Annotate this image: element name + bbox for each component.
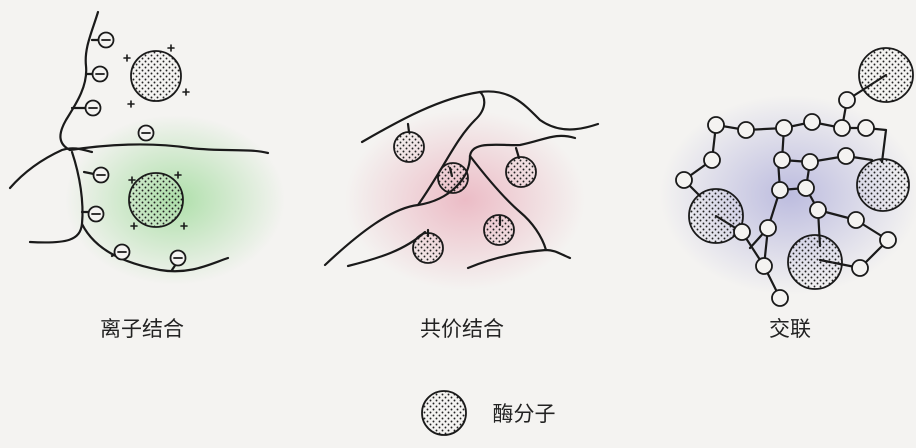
caption-ionic-binding: 离子结合 [100,313,184,343]
legend-enzyme-icon [422,391,466,435]
enzyme-molecule [857,159,909,211]
enzyme-molecule [131,51,181,101]
caption-crosslinking: 交联 [769,313,811,343]
enzyme-molecule [129,173,183,227]
enzyme-molecule [394,132,424,162]
enzyme-molecule [859,48,913,102]
caption-covalent-binding: 共价结合 [420,313,504,343]
enzyme-molecule [413,233,443,263]
enzyme-molecule [788,235,842,289]
carrier-strand-ionic-main [60,12,98,150]
legend-enzyme-label: 酶分子 [493,398,556,428]
enzyme-molecule [438,163,468,193]
enzyme-molecule [506,157,536,187]
enzyme-molecule [484,215,514,245]
